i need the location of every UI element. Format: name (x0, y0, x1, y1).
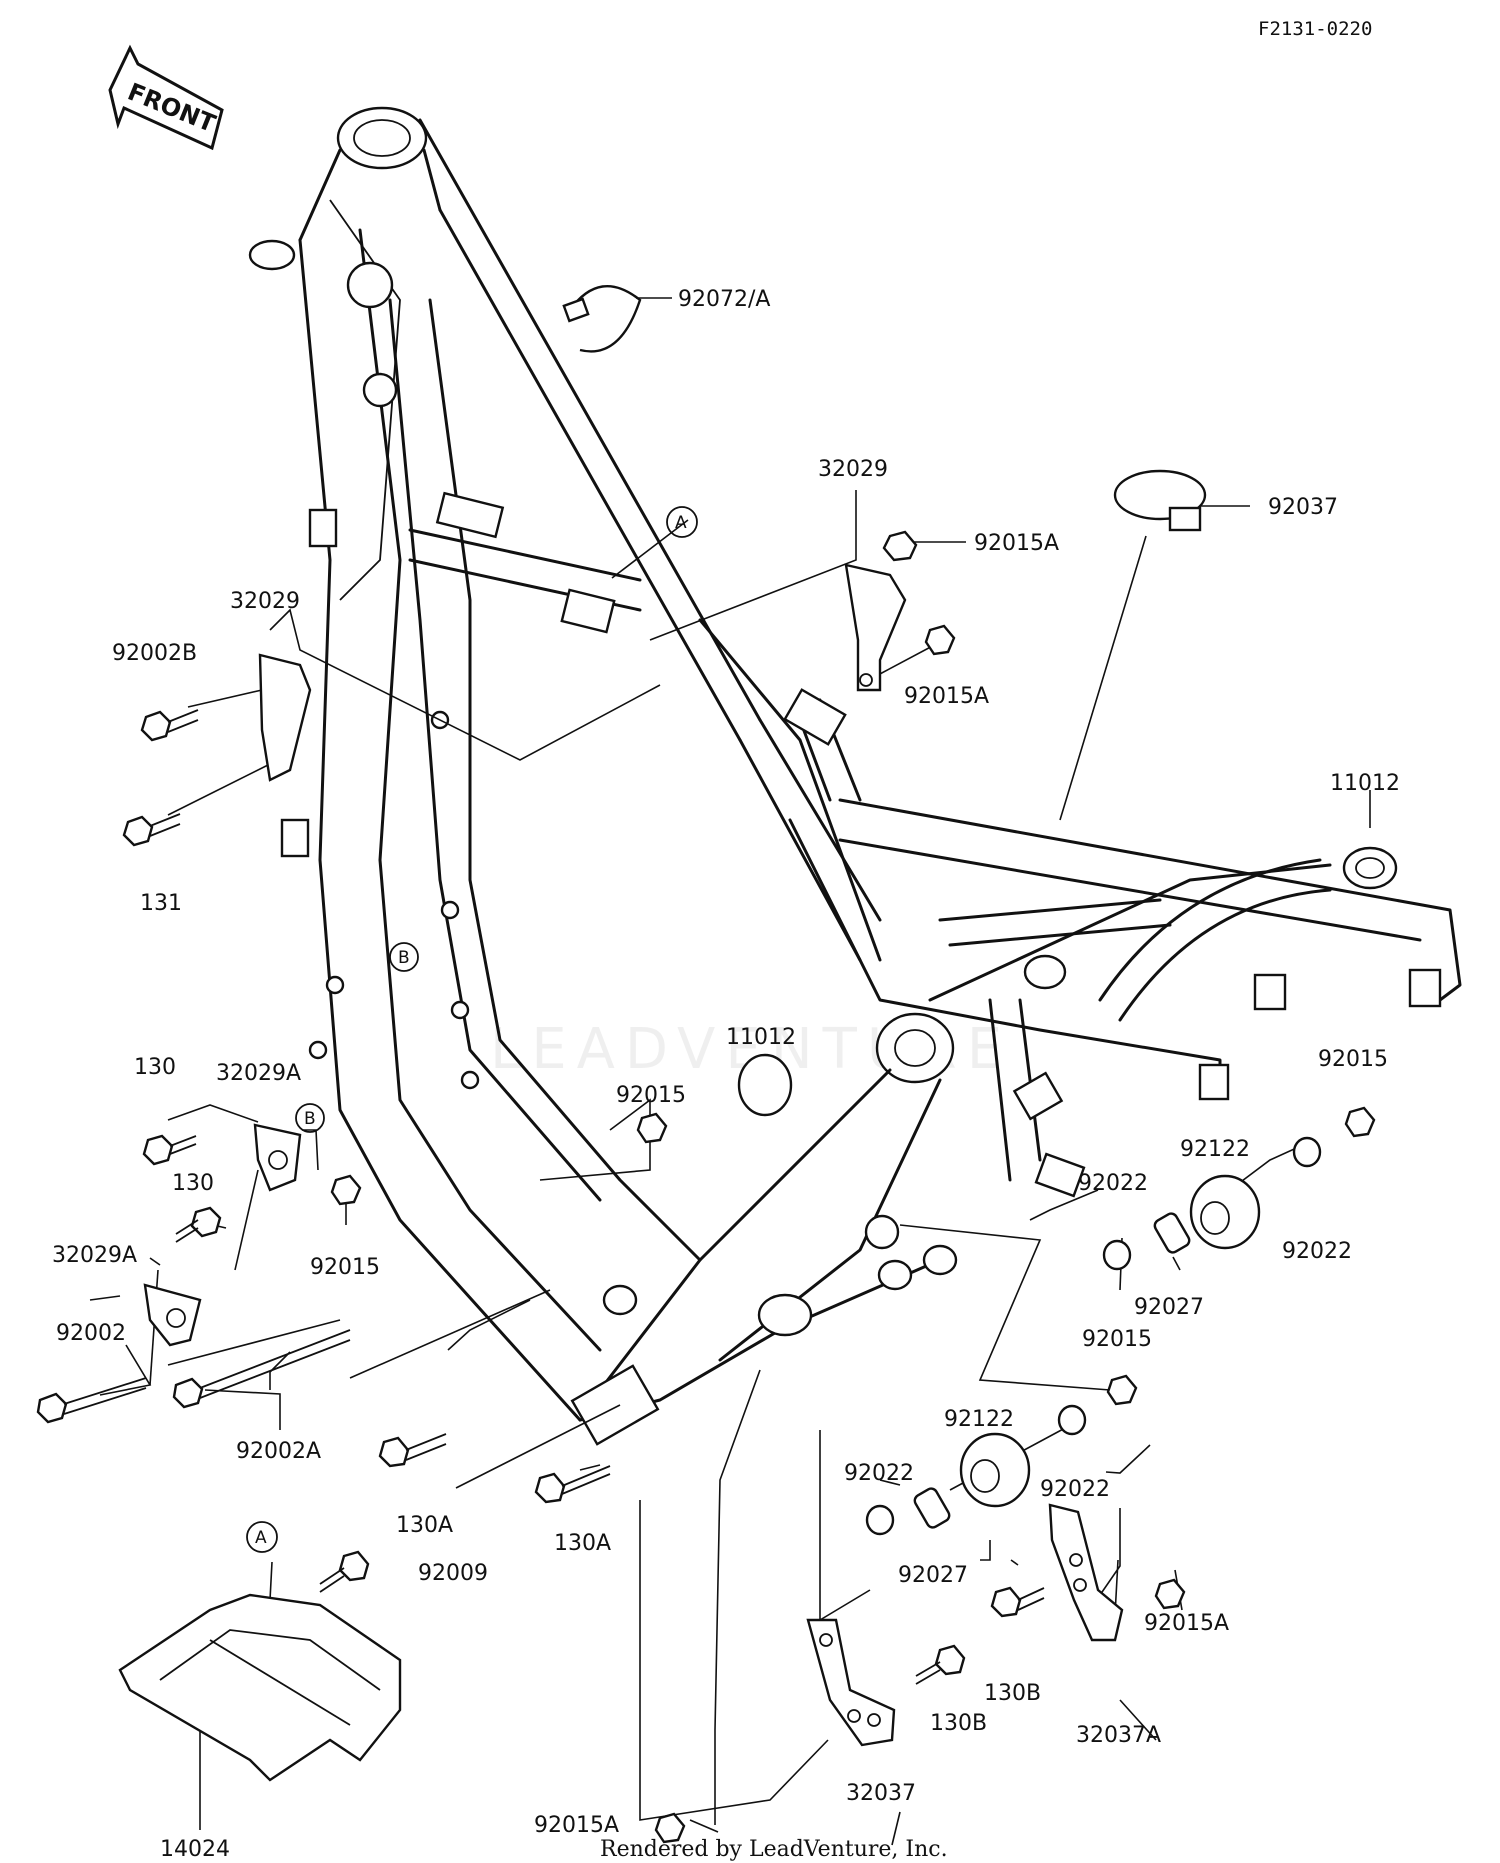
part-label-130-2: 130 (172, 1171, 214, 1196)
motorcycle-frame (248, 106, 1462, 1446)
ref-marker-a-bottom: A (255, 1528, 267, 1548)
part-label-92022-2: 92022 (1282, 1239, 1352, 1264)
part-label-92122-2: 92122 (944, 1407, 1014, 1432)
part-label-131: 131 (140, 891, 182, 916)
part-label-32029-left: 32029 (230, 589, 300, 614)
leader-lines (89, 297, 1371, 1846)
ref-marker-b-middle: B (398, 948, 410, 968)
part-label-130-1: 130 (134, 1055, 176, 1080)
part-label-14024: 14024 (160, 1837, 230, 1862)
part-label-130a-1: 130A (396, 1513, 453, 1538)
part-label-92015-1: 92015 (616, 1083, 686, 1108)
part-label-92002b: 92002B (112, 641, 197, 666)
part-label-92122-1: 92122 (1180, 1137, 1250, 1162)
part-label-92022-4: 92022 (1040, 1477, 1110, 1502)
part-label-92072a: 92072/A (678, 287, 770, 312)
part-label-130a-2: 130A (554, 1531, 611, 1556)
ref-marker-b-left: B (304, 1109, 316, 1129)
part-label-92015a-2: 92015A (904, 684, 989, 709)
part-label-32029-right: 32029 (818, 457, 888, 482)
part-label-32037: 32037 (846, 1781, 916, 1806)
part-label-92015a-3: 92015A (1144, 1611, 1229, 1636)
part-label-11012-right: 11012 (1330, 771, 1400, 796)
part-label-92015-2: 92015 (310, 1255, 380, 1280)
part-label-92015a-1: 92015A (974, 531, 1059, 556)
part-label-92002: 92002 (56, 1321, 126, 1346)
part-label-11012-center: 11012 (726, 1025, 796, 1050)
part-label-92009: 92009 (418, 1561, 488, 1586)
part-label-32037a: 32037A (1076, 1723, 1161, 1748)
part-label-130b-2: 130B (930, 1711, 987, 1736)
front-arrow-icon: FRONT (108, 44, 224, 151)
small-parts (36, 285, 1398, 1844)
part-label-92022-3: 92022 (844, 1461, 914, 1486)
part-label-92027-1: 92027 (1134, 1295, 1204, 1320)
part-labels: 92072/A 32029 92015A 92015A 92037 32029 … (52, 287, 1400, 1862)
part-label-92002a: 92002A (236, 1439, 321, 1464)
part-label-32029a-2: 32029A (52, 1243, 137, 1268)
part-label-92015a-4: 92015A (534, 1813, 619, 1838)
ref-marker-a-top: A (675, 513, 687, 533)
part-label-92022-1: 92022 (1078, 1171, 1148, 1196)
part-label-92015-4: 92015 (1082, 1327, 1152, 1352)
reference-markers: A B B A (246, 506, 698, 1553)
part-label-130b-1: 130B (984, 1681, 1041, 1706)
part-label-32029a-1: 32029A (216, 1061, 301, 1086)
part-label-92027-2: 92027 (898, 1563, 968, 1588)
diagram-code: F2131-0220 (1258, 18, 1372, 40)
credit-text: Rendered by LeadVenture, Inc. (600, 1837, 948, 1862)
part-label-92037: 92037 (1268, 495, 1338, 520)
part-label-92015-3: 92015 (1318, 1047, 1388, 1072)
